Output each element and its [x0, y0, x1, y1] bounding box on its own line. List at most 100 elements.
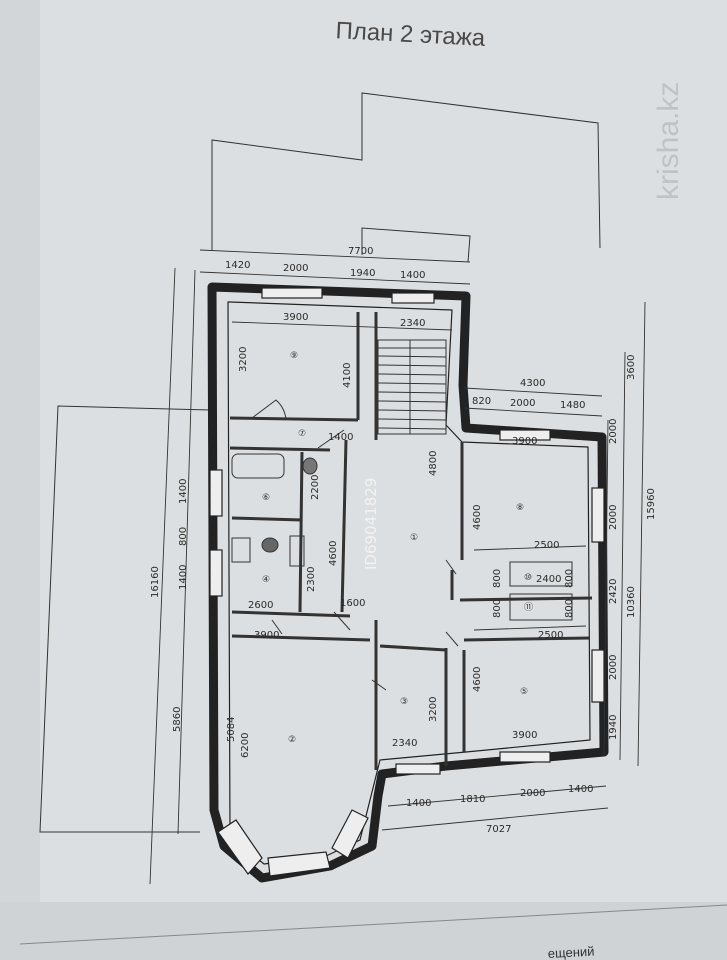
room-number-6: ⑥: [262, 493, 270, 503]
windows: [209, 287, 605, 877]
dimension-lines: [149, 249, 646, 885]
window-bottom-2: [395, 763, 441, 775]
dim-room2-h1: 5084: [226, 717, 237, 742]
dim-left-0: 1400: [178, 479, 189, 504]
dim-corr-w: 1400: [328, 432, 353, 443]
staircase: [377, 339, 447, 435]
dim-bottom-1: 1810: [460, 794, 485, 805]
doors: [251, 399, 459, 691]
dim-room2-w: 3900: [254, 630, 279, 641]
paper-highlight: [40, 0, 727, 960]
closet-1: [509, 561, 573, 587]
room-number-4: ④: [262, 575, 270, 585]
dim-room3-h: 3200: [428, 697, 439, 722]
dim-pass-w: 1600: [340, 598, 365, 609]
dim-top-0: 1420: [225, 260, 250, 271]
dim-room8-w: 3900: [512, 436, 537, 447]
dim-room8-h: 4600: [472, 505, 483, 530]
id-watermark: ID69041829: [362, 478, 380, 570]
room-number-5: ⑤: [520, 687, 528, 697]
dim-room1-h: 3200: [238, 347, 249, 372]
dim-right-total-1: 15960: [646, 488, 657, 520]
footer-text: ещений: [547, 944, 594, 960]
window-left-2: [209, 549, 223, 597]
room-number-11: ⑪: [524, 602, 533, 613]
dim-room4-w: 2600: [248, 600, 273, 611]
upper-roof-outline: [211, 92, 601, 250]
room-number-9: ⑨: [290, 351, 298, 361]
dim-right-0: 2000: [608, 419, 619, 444]
dim-right-upper-total: 4300: [520, 378, 545, 389]
bay-window-2: [267, 851, 331, 877]
page-bottom: [0, 902, 727, 960]
window-right-2: [591, 649, 605, 703]
dim-top-2: 1940: [350, 268, 375, 279]
dim-bottom-total: 7027: [486, 824, 511, 835]
dim-top-3: 1400: [400, 270, 425, 281]
dim-right-total-2: 10360: [626, 586, 637, 618]
window-left-1: [209, 469, 223, 517]
dim-right-upper-1: 2000: [510, 398, 535, 409]
dim-right-2: 2420: [608, 579, 619, 604]
bay-window-3: [331, 809, 369, 859]
roof-outlines: [39, 92, 601, 833]
dim-bath-h: 2200: [310, 475, 321, 500]
room-number-1: ①: [410, 533, 418, 543]
sink-1: [302, 457, 318, 475]
dim-closet-h1: 800: [492, 569, 503, 588]
dim-left-total: 16160: [150, 566, 161, 598]
roof-step: [361, 227, 471, 263]
dim-right-1: 2000: [608, 505, 619, 530]
dim-room3-w: 2340: [392, 738, 417, 749]
dim-closet-w3: 2500: [538, 630, 563, 641]
dim-closet-w: 2500: [534, 540, 559, 551]
dim-top-total: 7700: [348, 246, 373, 257]
dim-top-inner-0: 3900: [283, 312, 308, 323]
shower: [289, 535, 305, 567]
krisha-watermark: krisha.kz: [652, 82, 685, 200]
window-right-top: [499, 429, 551, 441]
dim-right-upper-2: 1480: [560, 400, 585, 411]
dim-wc-h: 2300: [306, 567, 317, 592]
dim-stair-h: 4100: [342, 363, 353, 388]
left-terrace-outline: [39, 405, 211, 833]
window-bottom-1: [499, 751, 551, 763]
interior-walls: [229, 312, 593, 770]
room-numbers: ① ② ③ ④ ⑤ ⑥ ⑦ ⑧ ⑨ ⑩ ⑪: [262, 351, 533, 745]
dim-closet-h4: 800: [564, 599, 575, 618]
dim-closet-w2: 2400: [536, 574, 561, 585]
washbasin: [231, 537, 251, 563]
dim-closet-h2: 800: [564, 569, 575, 588]
room-number-7: ⑦: [298, 429, 306, 439]
dim-bottom-0: 1400: [406, 798, 431, 809]
room-number-2: ②: [288, 735, 296, 745]
room-number-8: ⑧: [516, 503, 524, 513]
room-number-3: ③: [400, 697, 408, 707]
dim-closet-h3: 800: [492, 599, 503, 618]
dim-room10-w: 3900: [512, 730, 537, 741]
room-number-10: ⑩: [524, 573, 532, 583]
dim-room2-h2: 6200: [240, 733, 251, 758]
dim-right-3: 2000: [608, 655, 619, 680]
dim-room10-h: 4600: [472, 667, 483, 692]
dim-bottom-3: 1400: [568, 784, 593, 795]
page-edge-line: [19, 904, 727, 945]
fixtures: [231, 453, 573, 621]
dim-right-total-0: 3600: [626, 355, 637, 380]
bathtub: [231, 453, 285, 479]
dimension-labels: 7700 1420 2000 1940 1400 3900 2340 4300 …: [150, 246, 657, 835]
bay-window-1: [217, 819, 263, 875]
dim-left-2: 1400: [178, 565, 189, 590]
dim-left-3: 5860: [172, 707, 183, 732]
dim-left-1: 800: [178, 527, 189, 546]
dim-right-4: 1940: [608, 715, 619, 740]
window-top-1: [261, 287, 323, 299]
closet-2: [509, 593, 573, 621]
dim-top-1: 2000: [283, 263, 308, 274]
dim-top-inner-1: 2340: [400, 318, 425, 329]
window-top-2: [391, 292, 435, 304]
dim-bottom-2: 2000: [520, 788, 545, 799]
window-right-1: [591, 487, 605, 543]
dim-hall-h2: 4600: [328, 541, 339, 566]
